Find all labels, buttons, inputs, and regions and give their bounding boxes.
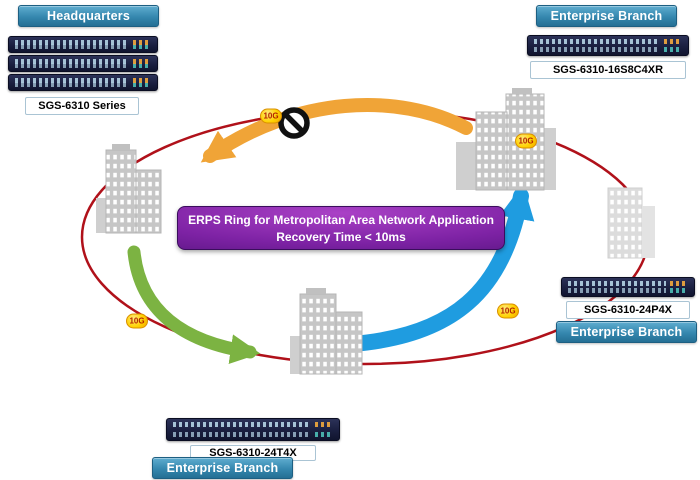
headquarters-switch-unit-1 [8,36,158,53]
blocked-link-icon [278,107,310,139]
link-speed-badge-left-bottom: 10G [126,313,148,329]
green-curved-arrow [127,245,261,364]
building-bottom [290,288,363,375]
link-speed-badge-right-top: 10G [515,133,537,149]
building-top-right [456,88,556,191]
orange-curved-arrow [200,97,473,163]
branch-top-right-device-name: SGS-6310-16S8C4XR [530,61,686,79]
building-right [607,187,655,259]
branch-right-site-label: Enterprise Branch [556,321,697,343]
erps-banner: ERPS Ring for Metropolitan Area Network … [177,206,505,250]
banner-line2: Recovery Time < 10ms [276,229,406,244]
link-speed-badge-right-bottom: 10G [497,303,519,319]
headquarters-site-label: Headquarters [18,5,159,27]
headquarters-switch-unit-2 [8,55,158,72]
blue-curved-arrow [344,183,535,352]
headquarters-switch-unit-3 [8,74,158,91]
branch-top-right-site-label: Enterprise Branch [536,5,677,27]
branch-bottom-switch [166,418,340,441]
branch-right-switch [561,277,695,297]
branch-top-right-switch [527,35,689,56]
building-left [96,144,162,234]
link-speed-badge-top: 10G [260,108,282,124]
branch-bottom-site-label: Enterprise Branch [152,457,293,479]
branch-right-device-name: SGS-6310-24P4X [566,301,690,319]
banner-line1: ERPS Ring for Metropolitan Area Network … [188,212,494,227]
headquarters-device-name: SGS-6310 Series [25,97,139,115]
